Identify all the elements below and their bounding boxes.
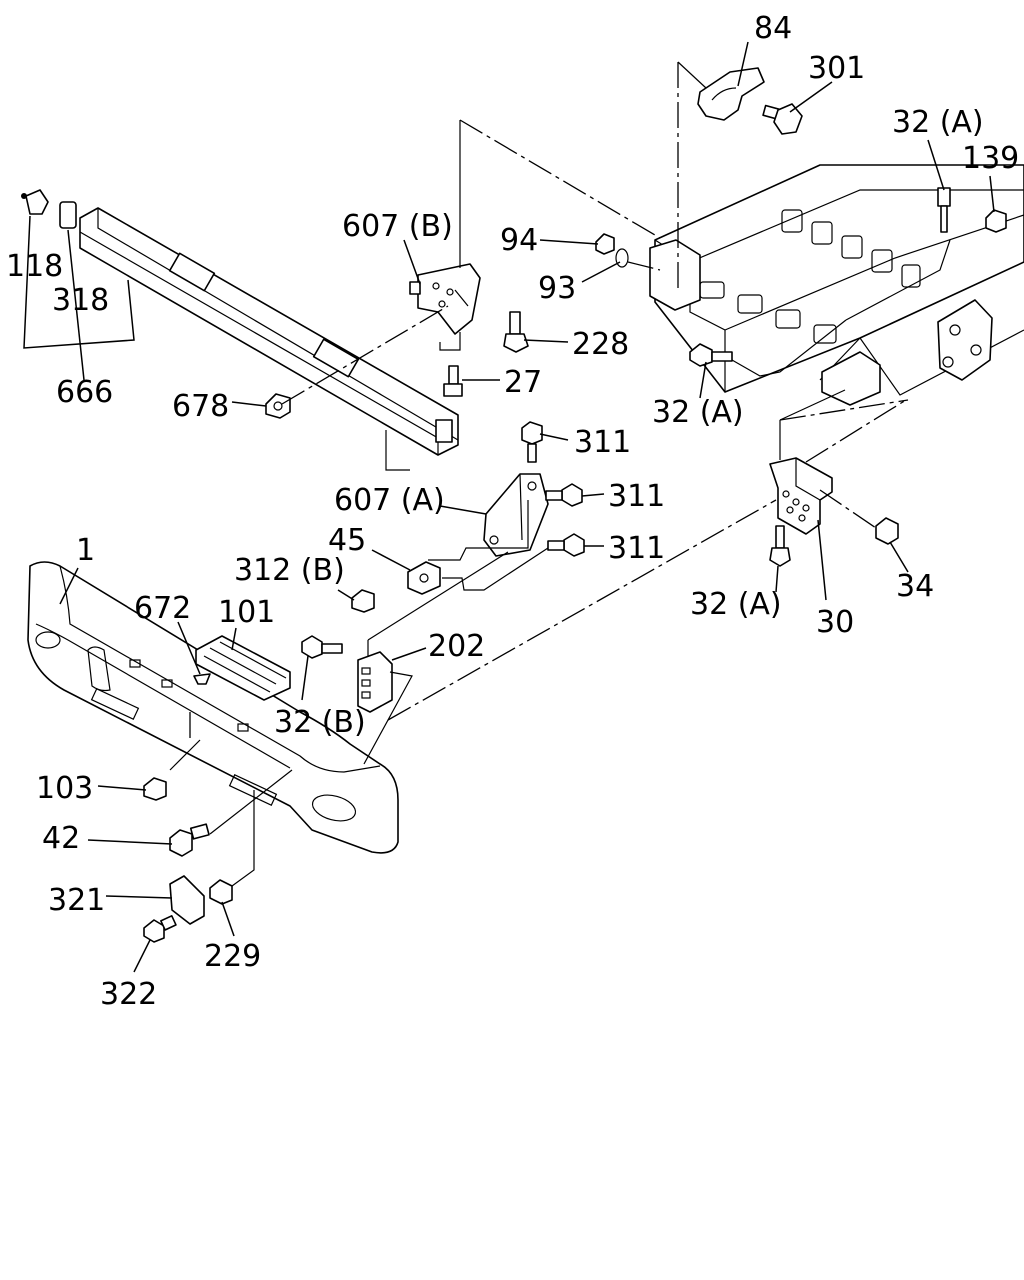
upper-bracket [409,263,481,335]
assembly-lines [169,61,951,887]
plate-321 [169,875,205,925]
washer-93 [615,248,629,268]
callout-666: 666 [56,375,113,410]
callout-101: 101 [218,595,275,630]
callout-34: 34 [896,569,934,604]
nut-103 [143,777,167,801]
callout-103: 103 [36,771,93,806]
callout-312b: 312 (B) [234,553,345,588]
callout-318: 318 [52,283,109,318]
callout-678: 678 [172,389,229,424]
callout-93: 93 [538,271,576,306]
bolt-42 [169,823,210,857]
callout-139: 139 [962,141,1019,176]
callout-27: 27 [504,365,542,400]
bolt-311-top [521,421,543,463]
frame-bracket [769,457,833,535]
clip-part [21,189,49,215]
bolt-32a-low [769,525,791,567]
callout-607b: 607 (B) [342,209,453,244]
callout-32a-mid: 32 (A) [652,395,744,430]
side-bracket [483,473,549,557]
callout-202: 202 [428,629,485,664]
bolt-32a-mid [689,343,733,367]
bumper-bracket [357,651,393,713]
tow-hook [697,67,765,121]
callout-311-a: 311 [574,425,631,460]
callout-607a: 607 (A) [334,483,445,518]
bolt-311-low [547,533,585,557]
callout-1: 1 [76,533,95,568]
callout-311-b: 311 [608,479,665,514]
bolt-322 [143,915,177,943]
cushion-part [59,201,77,229]
bolt-27 [443,365,463,397]
callout-94: 94 [500,223,538,258]
callout-301: 301 [808,51,865,86]
bolt-32b [301,635,343,659]
callout-228: 228 [572,327,629,362]
front-crossmember [79,207,459,456]
callout-84: 84 [754,11,792,46]
leader-lines [23,41,995,973]
callout-229: 229 [204,939,261,974]
callout-32a-top: 32 (A) [892,105,984,140]
nut-312b [351,589,375,613]
callout-45: 45 [328,523,366,558]
clip-672 [193,673,211,685]
callout-321: 321 [48,883,105,918]
nut-94 [595,233,615,255]
callout-32b: 32 (B) [274,705,366,740]
plate-45 [407,561,441,595]
front-bumper [27,561,399,854]
chassis-frame [649,164,1024,406]
frame-lightening-holes [699,209,921,344]
nut-678 [265,393,291,419]
bolt-311-mid [545,483,583,507]
callout-30: 30 [816,605,854,640]
callout-322: 322 [100,977,157,1012]
callout-672: 672 [134,591,191,626]
callout-32a-low: 32 (A) [690,587,782,622]
callout-311-c: 311 [608,531,665,566]
callout-labels: 84 301 32 (A) 139 607 (B) 94 93 228 27 1… [6,11,1019,1012]
nut-229 [209,879,233,905]
callout-42: 42 [42,821,80,856]
bolt-228 [503,311,529,353]
hook-bolt [762,103,803,135]
callout-118: 118 [6,249,63,284]
nut-34 [875,517,899,545]
